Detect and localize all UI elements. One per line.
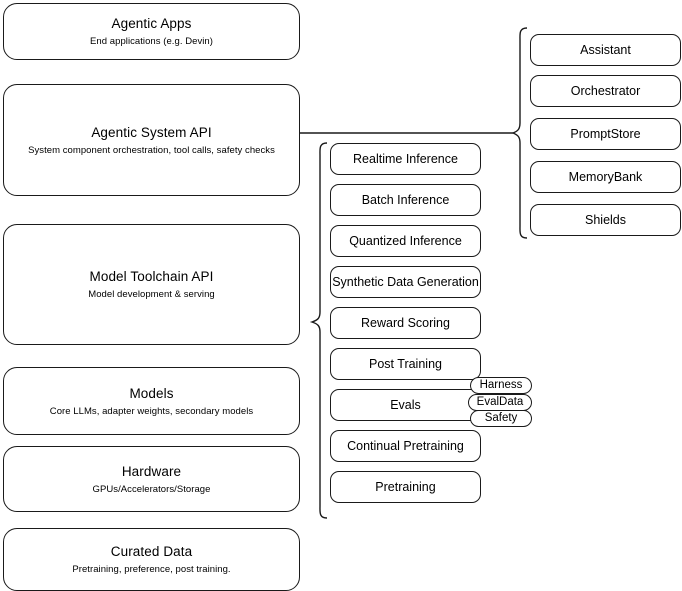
layer-title: Model Toolchain API (89, 269, 214, 284)
capability-box-evals[interactable]: Evals (330, 389, 481, 421)
layer-title: Curated Data (110, 544, 193, 559)
capability-box-reward-scoring[interactable]: Reward Scoring (330, 307, 481, 339)
eval-pill-evaldata[interactable]: EvalData (468, 394, 532, 411)
component-label: Shields (585, 213, 626, 227)
capability-box-continual-pretraining[interactable]: Continual Pretraining (330, 430, 481, 462)
capability-box-quantized-inference[interactable]: Quantized Inference (330, 225, 481, 257)
capability-box-pretraining[interactable]: Pretraining (330, 471, 481, 503)
layer-subtitle: Core LLMs, adapter weights, secondary mo… (49, 405, 254, 417)
capability-box-synthetic-data-generation[interactable]: Synthetic Data Generation (330, 266, 481, 298)
capability-label: Reward Scoring (361, 316, 450, 330)
capability-label: Continual Pretraining (347, 439, 464, 453)
capability-label: Quantized Inference (349, 234, 462, 248)
eval-pill-label: Safety (484, 411, 518, 424)
component-label: Orchestrator (570, 84, 641, 98)
component-box-assistant[interactable]: Assistant (530, 34, 681, 66)
bracket-middle-capabilities (309, 142, 328, 519)
component-label: MemoryBank (568, 170, 643, 184)
layer-box-agentic-apps[interactable]: Agentic Apps End applications (e.g. Devi… (3, 3, 300, 60)
component-box-memorybank[interactable]: MemoryBank (530, 161, 681, 193)
eval-pill-label: Harness (479, 378, 523, 391)
layer-box-agentic-system-api[interactable]: Agentic System API System component orch… (3, 84, 300, 196)
capability-label: Realtime Inference (353, 152, 458, 166)
capability-label: Batch Inference (361, 193, 450, 207)
layer-title: Models (129, 385, 174, 401)
layer-box-curated-data[interactable]: Curated Data Pretraining, preference, po… (3, 528, 300, 591)
component-box-shields[interactable]: Shields (530, 204, 681, 236)
layer-box-model-toolchain-api[interactable]: Model Toolchain API Model development & … (3, 224, 300, 345)
eval-pill-label: EvalData (476, 395, 524, 408)
capability-box-post-training[interactable]: Post Training (330, 348, 481, 380)
capability-label: Post Training (369, 357, 442, 371)
layer-title: Agentic System API (91, 124, 212, 140)
capability-label: Synthetic Data Generation (332, 275, 479, 289)
capability-box-realtime-inference[interactable]: Realtime Inference (330, 143, 481, 175)
layer-box-models[interactable]: Models Core LLMs, adapter weights, secon… (3, 367, 300, 435)
layer-subtitle: System component orchestration, tool cal… (28, 144, 275, 156)
layer-subtitle: End applications (e.g. Devin) (90, 36, 213, 47)
component-box-orchestrator[interactable]: Orchestrator (530, 75, 681, 107)
layer-title: Agentic Apps (111, 16, 192, 31)
capability-label: Evals (390, 398, 421, 412)
component-label: PromptStore (570, 127, 641, 141)
component-label: Assistant (580, 43, 631, 57)
bracket-right-components (511, 27, 528, 239)
layer-title: Hardware (121, 463, 182, 479)
capability-label: Pretraining (375, 480, 436, 494)
layer-subtitle: Model development & serving (88, 289, 215, 300)
layer-subtitle: GPUs/Accelerators/Storage (92, 483, 211, 495)
layer-subtitle: Pretraining, preference, post training. (72, 564, 231, 575)
eval-pill-harness[interactable]: Harness (470, 377, 532, 394)
eval-pill-safety[interactable]: Safety (470, 410, 532, 427)
component-box-promptstore[interactable]: PromptStore (530, 118, 681, 150)
layer-box-hardware[interactable]: Hardware GPUs/Accelerators/Storage (3, 446, 300, 512)
capability-box-batch-inference[interactable]: Batch Inference (330, 184, 481, 216)
